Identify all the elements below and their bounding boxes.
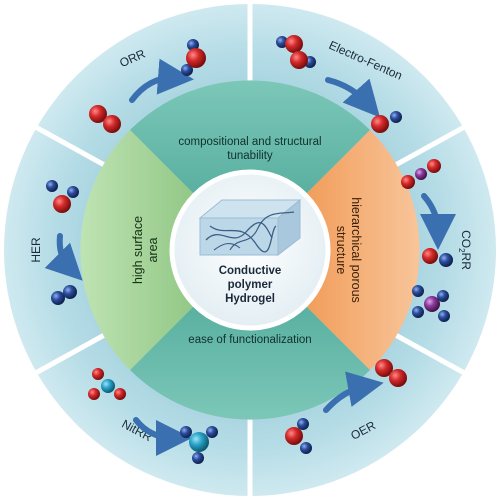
arrow-orr [129, 58, 194, 103]
molecule-orr-h2o [181, 39, 206, 76]
label-co2rr-suffix: RR [459, 253, 473, 271]
arrow-oer [323, 371, 384, 413]
molecule-her-h2 [51, 285, 77, 305]
property-right-line2: structure [334, 226, 348, 275]
center-label: Conductive polymer Hydrogel [219, 265, 282, 305]
molecule-her-h2o [46, 180, 79, 213]
molecule-nitrr-nh3 [180, 426, 218, 464]
property-top-line1: compositional and structural [178, 136, 321, 148]
hydrogel-block [198, 198, 302, 257]
label-her: HER [29, 237, 43, 263]
label-co2rr-subscript: 2 [457, 248, 466, 253]
arrow-co2rr [419, 193, 456, 250]
property-bottom: ease of functionalization [188, 334, 311, 346]
label-co2rr-prefix: CO [459, 230, 473, 248]
center-label-line1: Conductive [219, 265, 282, 277]
center-label-line3: Hydrogel [225, 293, 275, 305]
molecule-co2rr-product [412, 285, 450, 322]
molecule-co2rr-co [422, 248, 453, 267]
molecule-co2rr-co2 [401, 159, 441, 189]
property-left-line2: area [146, 237, 160, 262]
molecule-oer-h2o [285, 418, 312, 454]
molecule-fenton-h2o [371, 111, 402, 133]
arrow-her [44, 233, 83, 281]
property-left-line1: high surface [131, 216, 145, 284]
property-top-line2: tunability [227, 150, 273, 162]
molecule-fenton-h2o2 [276, 35, 316, 69]
segment-bottom [130, 250, 370, 420]
segment-left [80, 130, 250, 370]
molecule-oer-o2 [375, 359, 407, 387]
label-co2rr: CO2RR [457, 230, 473, 270]
reaction-arrows [44, 58, 456, 456]
property-right-line1: hierarchical porous [349, 197, 363, 303]
center-label-line2: polymer [228, 279, 273, 291]
molecule-nitrr-no3 [88, 368, 126, 400]
arrow-electro-fenton [325, 77, 380, 118]
arrow-nitrr [133, 417, 192, 456]
segment-top [130, 80, 370, 251]
molecule-orr-o2 [89, 105, 121, 133]
segment-right [250, 130, 420, 370]
svg-text:CO2RR: CO2RR [457, 230, 473, 270]
